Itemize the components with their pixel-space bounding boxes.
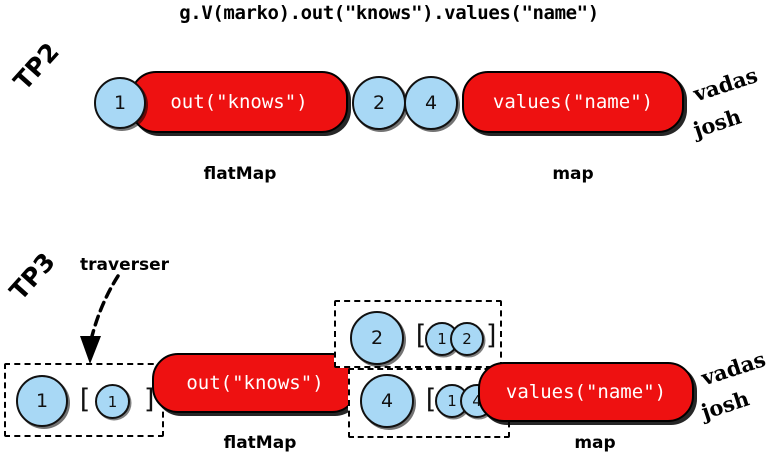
traverser-annotation-arrow — [80, 274, 120, 364]
tp3-group1-head-circle[interactable]: 1 — [16, 375, 68, 427]
tp2-result-josh: josh — [689, 103, 745, 144]
traverser-annotation-label: traverser — [79, 254, 170, 276]
tp3-group3-bracket-open: [ — [422, 384, 439, 415]
tp3-group1-bracket-open: [ — [76, 384, 93, 415]
tp2-step-flatmap[interactable]: out("knows") — [130, 71, 348, 133]
tp3-group2-bracket-close: ] — [484, 320, 501, 351]
tp3-group2-head-circle[interactable]: 2 — [350, 311, 404, 365]
tp3-group2-path-2[interactable]: 2 — [450, 322, 484, 356]
tp2-traverser-1[interactable]: 1 — [94, 77, 146, 129]
tp2-row-tag: TP2 — [7, 36, 65, 96]
tp3-result-josh: josh — [697, 385, 753, 426]
tp2-step-map[interactable]: values("name") — [462, 71, 684, 133]
tp3-row-tag: TP3 — [3, 246, 61, 306]
tp3-caption-map: map — [574, 433, 616, 453]
tp2-traverser-2[interactable]: 2 — [352, 76, 406, 130]
tp3-group1-path-1[interactable]: 1 — [95, 384, 130, 419]
tp2-traverser-4[interactable]: 4 — [404, 76, 458, 130]
tp3-step-flatmap[interactable]: out("knows") — [152, 353, 358, 413]
tp2-caption-map: map — [552, 164, 594, 184]
tp3-step-map[interactable]: values("name") — [478, 362, 694, 422]
tp3-group2-bracket-open: [ — [412, 320, 429, 351]
page-title: g.V(marko).out("knows").values("name") — [179, 2, 599, 24]
tp3-caption-flatmap: flatMap — [223, 433, 297, 453]
tp2-result-vadas: vadas — [689, 61, 761, 107]
tp3-result-vadas: vadas — [697, 345, 769, 391]
tp2-caption-flatmap: flatMap — [203, 164, 277, 184]
tp3-group3-head-circle[interactable]: 4 — [360, 374, 414, 428]
